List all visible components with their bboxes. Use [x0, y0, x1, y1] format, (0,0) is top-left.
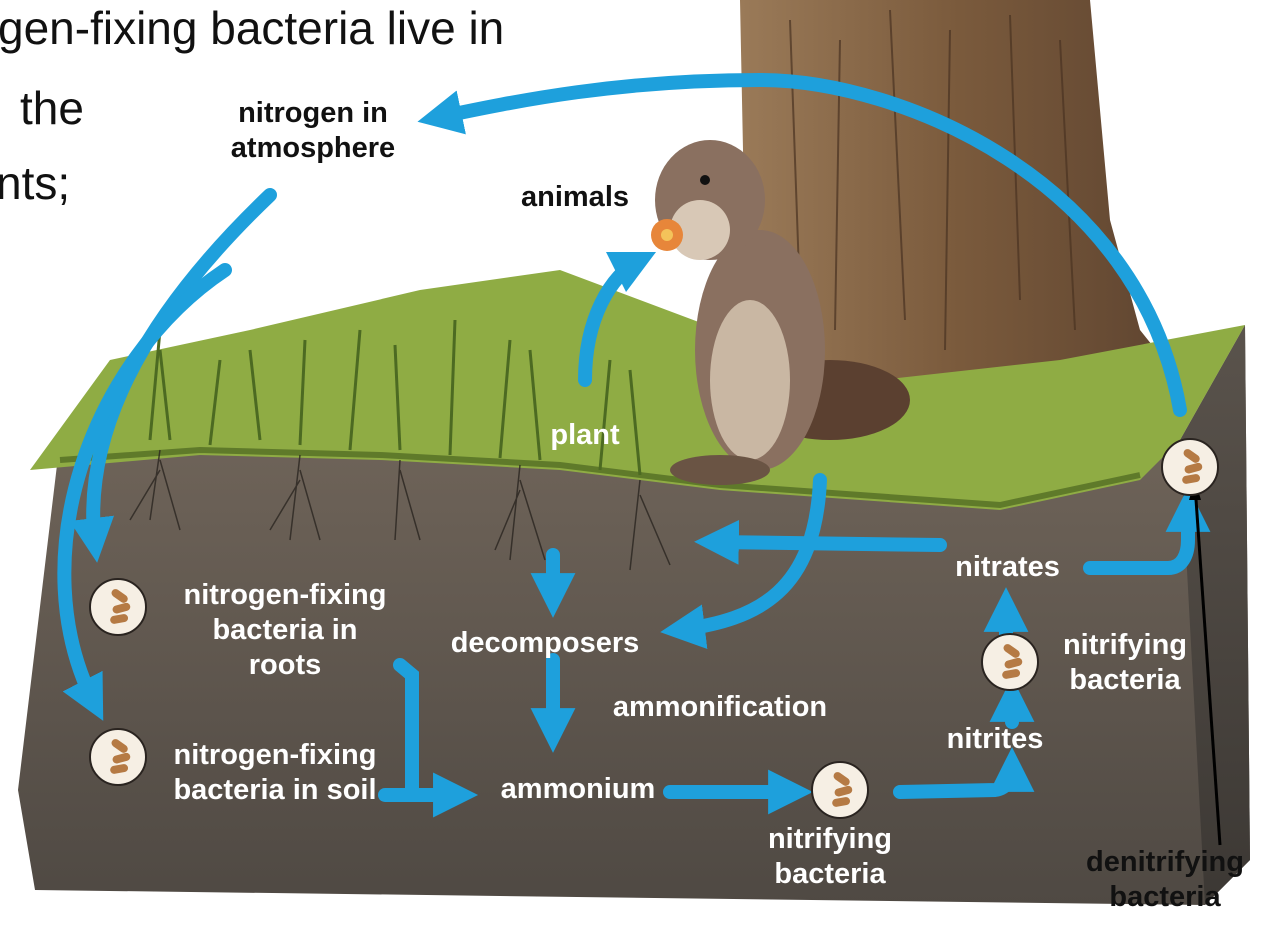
label-nitrites: nitrites	[930, 722, 1060, 757]
slide-text-line-3: nts;	[0, 160, 70, 206]
label-denitrifying: denitrifying bacteria	[1060, 845, 1270, 915]
label-ammonium: ammonium	[478, 772, 678, 807]
bacteria-icon	[982, 634, 1038, 690]
bacteria-icon	[812, 762, 868, 818]
slide-text-line-2: the	[20, 85, 84, 131]
label-nitrifying-bottom: nitrifying bacteria	[740, 822, 920, 892]
slide-text-line-1: gen-fixing bacteria live in	[0, 5, 504, 51]
label-decomposers: decomposers	[420, 626, 670, 661]
bacteria-icon	[1162, 439, 1218, 495]
label-animals: animals	[505, 180, 645, 215]
label-nitrates: nitrates	[935, 550, 1080, 585]
label-nitrifying-right: nitrifying bacteria	[1040, 628, 1210, 698]
label-ammonification: ammonification	[585, 690, 855, 725]
label-nitrogen-fixing-soil: nitrogen-fixing bacteria in soil	[140, 738, 410, 808]
arrow-nitrates-to-plants	[712, 542, 940, 545]
label-plant: plant	[535, 418, 635, 453]
label-nitrogen-fixing-roots: nitrogen-fixing bacteria in roots	[150, 578, 420, 682]
bacteria-icon	[90, 579, 146, 635]
label-nitrogen-atmosphere: nitrogen in atmosphere	[208, 96, 418, 166]
bacteria-icon	[90, 729, 146, 785]
